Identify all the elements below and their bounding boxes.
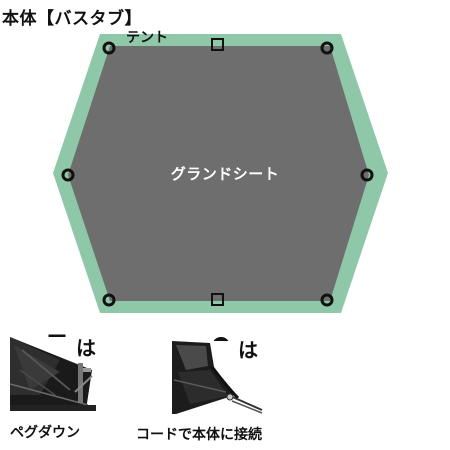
ring-marker xyxy=(102,293,116,307)
peg-down-caption: ペグダウン xyxy=(10,425,80,441)
peg-legend-suffix: は xyxy=(76,336,96,360)
peg-marker xyxy=(211,293,224,306)
ring-marker xyxy=(360,168,374,182)
ring-legend-suffix: は xyxy=(238,338,258,362)
ground-sheet xyxy=(68,46,369,301)
cord-connect-caption: コードで本体に接続 xyxy=(136,427,262,443)
page-title: 本体【バスタブ】 xyxy=(2,9,142,29)
ring-marker xyxy=(320,293,334,307)
ring-marker xyxy=(61,168,75,182)
ring-marker xyxy=(102,41,116,55)
ground-sheet-label: グランドシート xyxy=(170,165,280,183)
peg-marker xyxy=(211,38,224,51)
cord-connect-photo xyxy=(172,341,263,414)
peg-down-photo xyxy=(9,337,98,411)
ring-marker xyxy=(320,41,334,55)
tent-label: テント xyxy=(126,30,168,46)
